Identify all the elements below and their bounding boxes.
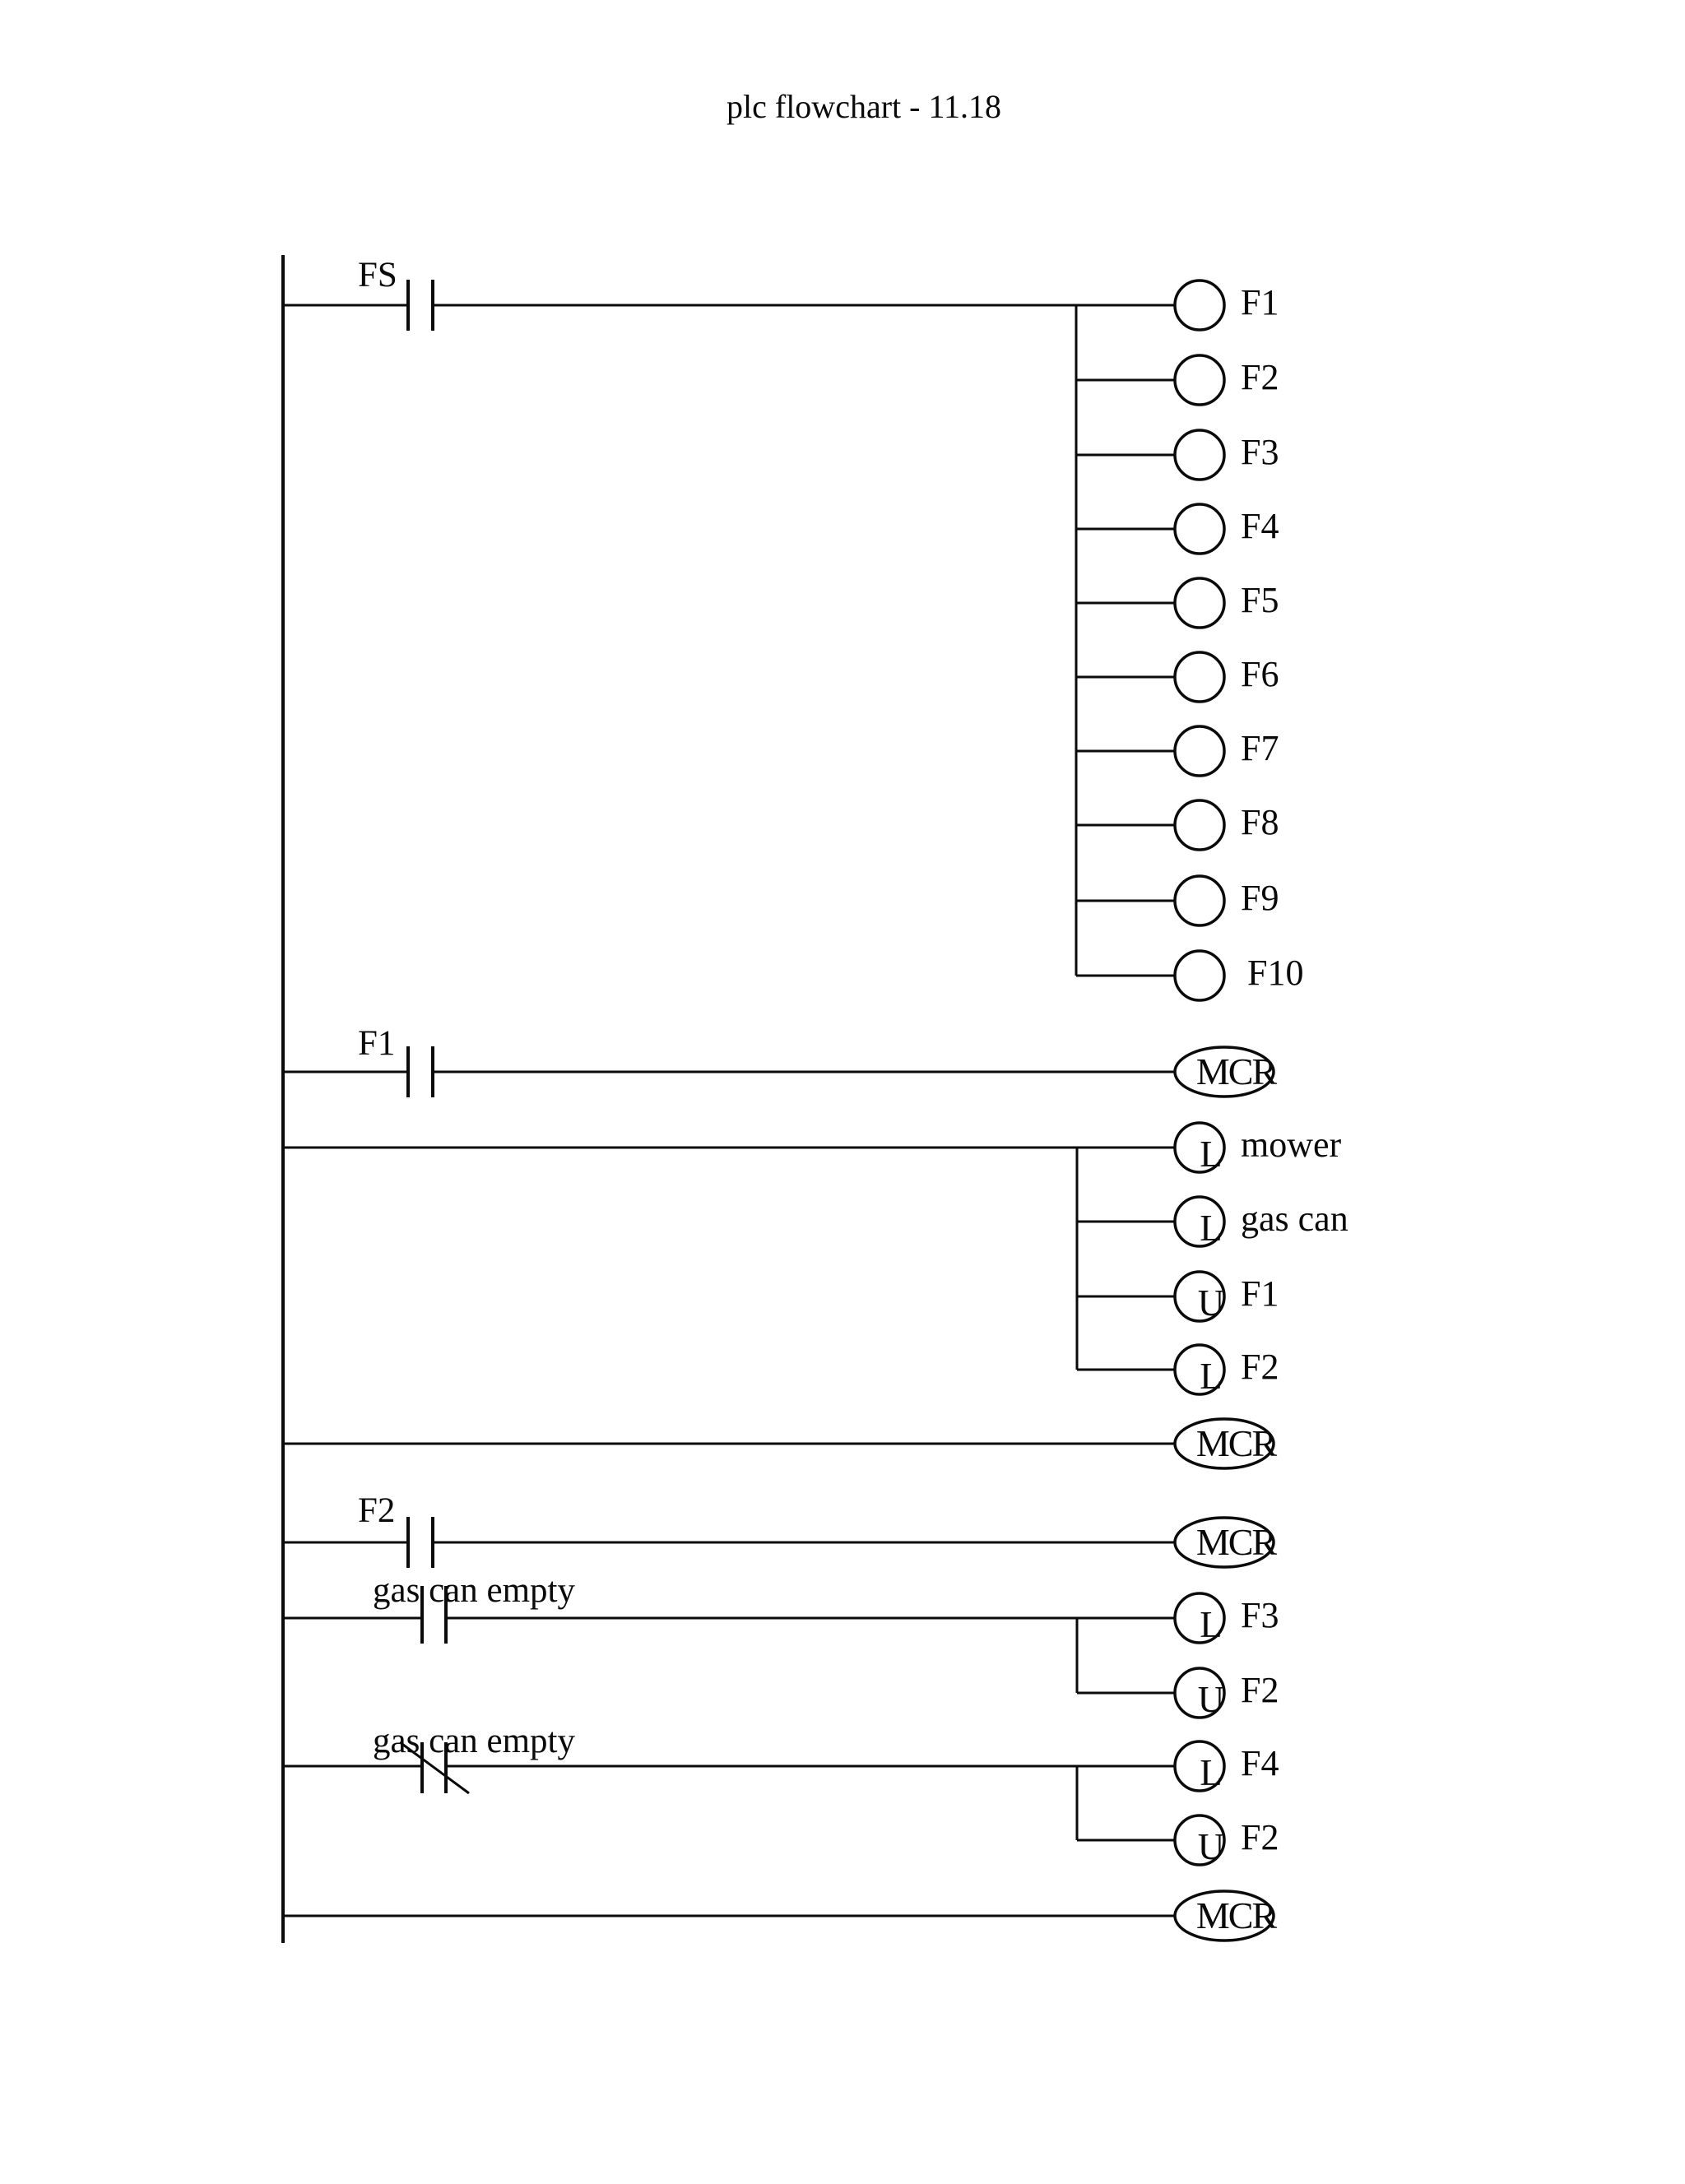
coil-u-f2b-letter: U [1198,1826,1225,1867]
coil-f1-shape [1173,279,1226,332]
coil-f9-label: F9 [1241,878,1279,918]
coil-f3-shape [1173,429,1226,481]
coil-l-f4-label: F4 [1241,1743,1279,1783]
coil-f4-label: F4 [1241,506,1279,546]
coil-mcr-3-text: MCR [1196,1521,1278,1563]
coil-f7-label: F7 [1241,728,1279,768]
contact-f1-label: F1 [358,1024,395,1063]
coil-f10-label: F10 [1247,953,1303,993]
coil-f1-label: F1 [1241,282,1279,322]
coil-l-f3-label: F3 [1241,1595,1279,1635]
coil-l-f2-letter: L [1200,1356,1223,1397]
coil-u-f2b-label: F2 [1241,1817,1279,1857]
coil-mcr-4-text: MCR [1196,1894,1278,1936]
coil-u-f1-shape [1173,1270,1226,1323]
coil-f10-shape [1173,949,1226,1002]
coil-mcr-2-shape [1173,1417,1275,1470]
coil-f8-shape [1173,799,1226,851]
coil-u-f2a-shape [1173,1667,1226,1719]
coil-gascan-shape [1173,1195,1226,1248]
coil-f7-shape [1173,725,1226,777]
contact-f2-label: F2 [358,1491,395,1530]
coil-mcr-1-text: MCR [1196,1050,1278,1092]
contact-fs-label: FS [358,256,397,294]
coil-mcr-4-shape [1173,1890,1275,1942]
contact-gas-nc-nc-slash [399,1741,470,1795]
coil-u-f2a-letter: U [1198,1679,1225,1720]
contact-gas-no-label: gas can empty [373,1571,575,1610]
coil-u-f2a-label: F2 [1241,1670,1279,1710]
coil-f2-label: F2 [1241,357,1279,397]
coil-u-f1-label: F1 [1241,1273,1279,1314]
coil-l-f2-label: F2 [1241,1347,1279,1387]
coil-f6-shape [1173,651,1226,703]
coil-u-f2b-shape [1173,1814,1226,1866]
coil-f5-shape [1173,577,1226,629]
coil-f3-label: F3 [1241,432,1279,472]
coil-mcr-2-text: MCR [1196,1422,1278,1464]
coil-l-f3-shape [1173,1592,1226,1644]
coil-f8-label: F8 [1241,802,1279,842]
coil-gascan-label: gas can [1241,1199,1348,1239]
coil-l-f2-shape [1173,1343,1226,1396]
contact-gas-nc-label: gas can empty [373,1722,575,1760]
coil-gascan-letter: L [1200,1208,1223,1249]
coil-mcr-1-shape [1173,1046,1275,1098]
coil-mcr-3-shape [1173,1516,1275,1569]
coil-u-f1-letter: U [1198,1282,1225,1324]
coil-f9-shape [1173,874,1226,927]
coil-f4-shape [1173,503,1226,555]
coil-f5-label: F5 [1241,580,1279,620]
coil-l-f4-letter: L [1200,1752,1223,1793]
coil-l-f3-letter: L [1200,1604,1223,1645]
page-title: plc flowchart - 11.18 [726,88,1001,125]
coil-mower-letter: L [1200,1134,1223,1175]
coil-mower-label: mower [1241,1124,1342,1165]
coil-f6-label: F6 [1241,654,1279,694]
coil-mower-shape [1173,1121,1226,1174]
coil-l-f4-shape [1173,1740,1226,1792]
coil-f2-shape [1173,354,1226,406]
